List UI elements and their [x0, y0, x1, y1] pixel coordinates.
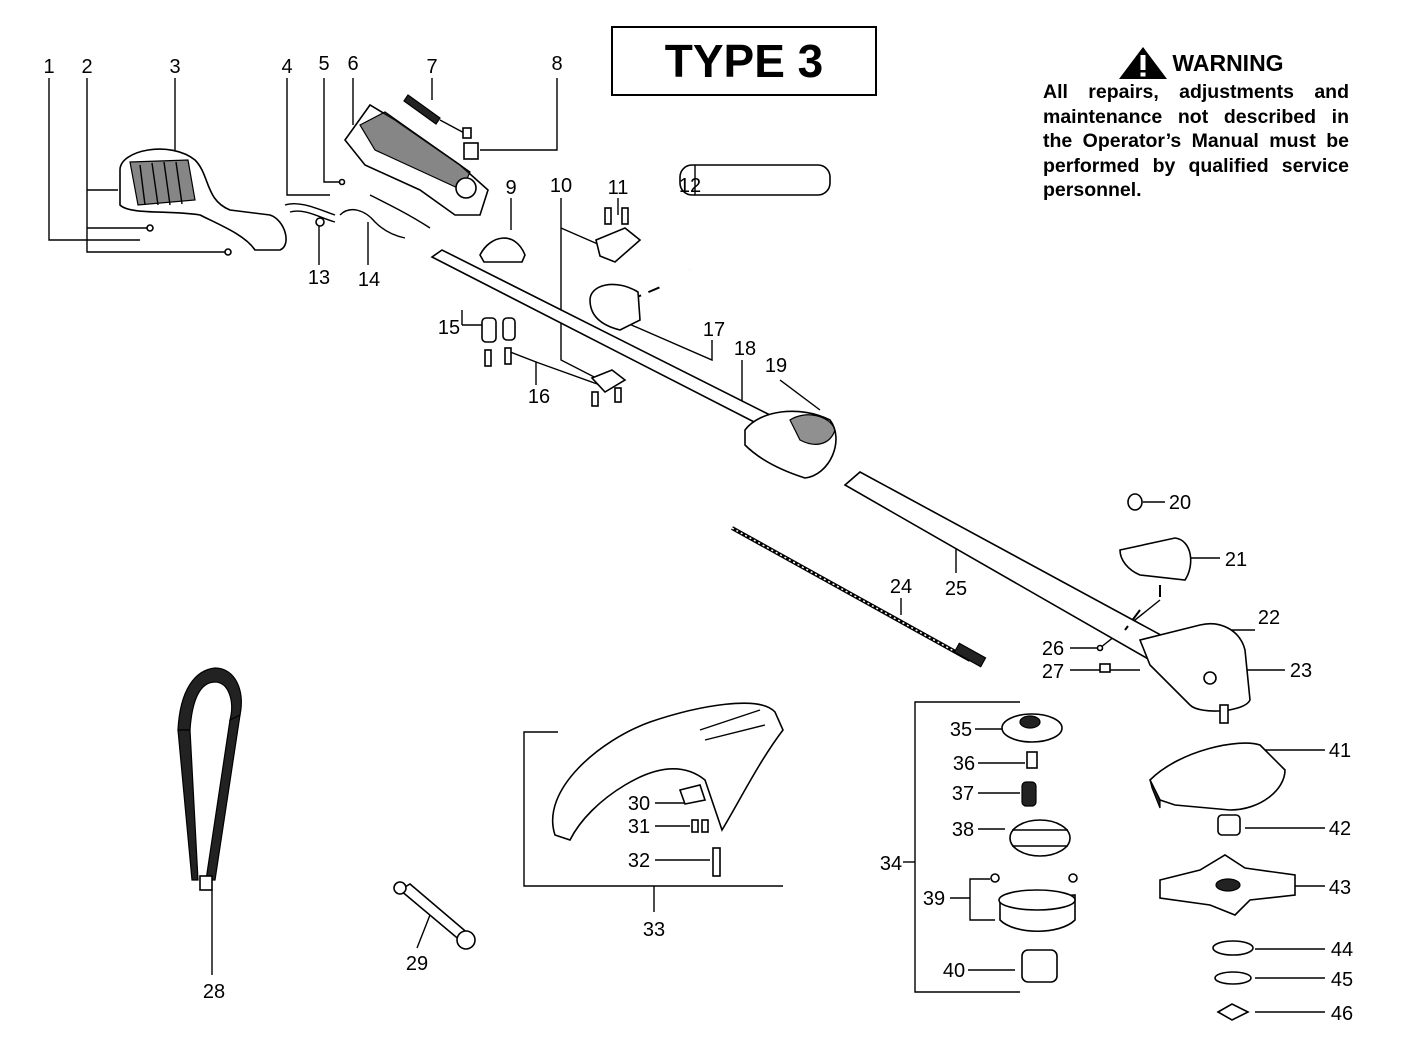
callout-21: 21	[1225, 549, 1247, 571]
warning-text: All repairs, adjustments and maintenance…	[1043, 81, 1349, 201]
bike-handle	[679, 164, 865, 272]
callout-6: 6	[347, 53, 358, 75]
callout-34: 34	[880, 853, 902, 875]
gear-head	[1096, 623, 1251, 724]
callout-27: 27	[1042, 661, 1064, 683]
callout-3: 3	[169, 56, 180, 78]
callout-17: 17	[703, 319, 725, 341]
callout-44: 44	[1331, 939, 1353, 961]
callout-25: 25	[945, 578, 967, 600]
handle-bracket	[589, 283, 641, 331]
callout-20: 20	[1169, 492, 1191, 514]
flex-drive-cable	[731, 526, 987, 668]
callout-11: 11	[608, 177, 629, 199]
callout-41: 41	[1329, 740, 1351, 762]
callout-15: 15	[438, 317, 460, 339]
callout-5: 5	[318, 53, 329, 75]
callout-30: 30	[628, 793, 650, 815]
callout-46: 46	[1331, 1003, 1353, 1025]
callout-10: 10	[550, 175, 572, 197]
wrench	[393, 881, 476, 950]
callout-1: 1	[43, 56, 54, 78]
callout-31: 31	[628, 816, 650, 838]
callout-33: 33	[643, 919, 665, 941]
callout-43: 43	[1329, 877, 1351, 899]
lower-drive-shaft	[843, 471, 1172, 661]
throttle-stop	[463, 142, 479, 160]
blade-assembly	[1149, 742, 1296, 1021]
callout-42: 42	[1329, 818, 1351, 840]
callout-16: 16	[528, 386, 550, 408]
callout-13: 13	[308, 267, 330, 289]
callout-45: 45	[1331, 969, 1353, 991]
throttle-linkage	[284, 194, 431, 239]
callout-29: 29	[406, 953, 428, 975]
callout-22: 22	[1258, 607, 1280, 629]
callout-26: 26	[1042, 638, 1064, 660]
callout-24: 24	[890, 576, 912, 598]
callout-28: 28	[203, 981, 225, 1003]
leader-lines	[48, 78, 1325, 1013]
type-title: TYPE 3	[664, 35, 824, 87]
engine-cover	[119, 148, 287, 256]
callout-23: 23	[1290, 660, 1312, 682]
clamp-lower	[481, 317, 627, 407]
warning-heading: WARNING	[1172, 49, 1284, 76]
shield-bracket	[1119, 493, 1192, 631]
callout-39: 39	[923, 888, 945, 910]
callout-14: 14	[358, 269, 380, 291]
callout-40: 40	[943, 960, 965, 982]
callout-4: 4	[281, 56, 292, 78]
callout-37: 37	[952, 783, 974, 805]
callout-19: 19	[765, 355, 787, 377]
callout-32: 32	[628, 850, 650, 872]
warning-header: WARNING	[1053, 46, 1349, 80]
callout-12: 12	[679, 175, 701, 197]
clamp-upper	[595, 207, 642, 263]
callout-numbers: 1 2 3 4 5 6 7 8 9 10 11 12 13 14 15 16 1…	[43, 53, 1353, 1025]
callout-7: 7	[426, 56, 437, 78]
callout-38: 38	[952, 819, 974, 841]
callout-18: 18	[734, 338, 756, 360]
shoulder-harness	[177, 667, 242, 891]
handle-clip	[479, 237, 526, 263]
callout-36: 36	[953, 753, 975, 775]
callout-9: 9	[505, 177, 516, 199]
upper-drive-tube	[430, 249, 837, 479]
warning-triangle-icon	[1119, 47, 1168, 79]
callout-8: 8	[551, 53, 562, 75]
warning-notice: WARNING All repairs, adjustments and mai…	[1043, 46, 1349, 203]
callout-2: 2	[81, 56, 92, 78]
grass-deflector	[552, 702, 784, 877]
callout-35: 35	[950, 719, 972, 741]
handle-housing	[338, 103, 489, 216]
type-title-box: TYPE 3	[611, 26, 877, 96]
trigger-spring	[403, 94, 472, 139]
trimmer-head-assembly	[990, 713, 1078, 983]
